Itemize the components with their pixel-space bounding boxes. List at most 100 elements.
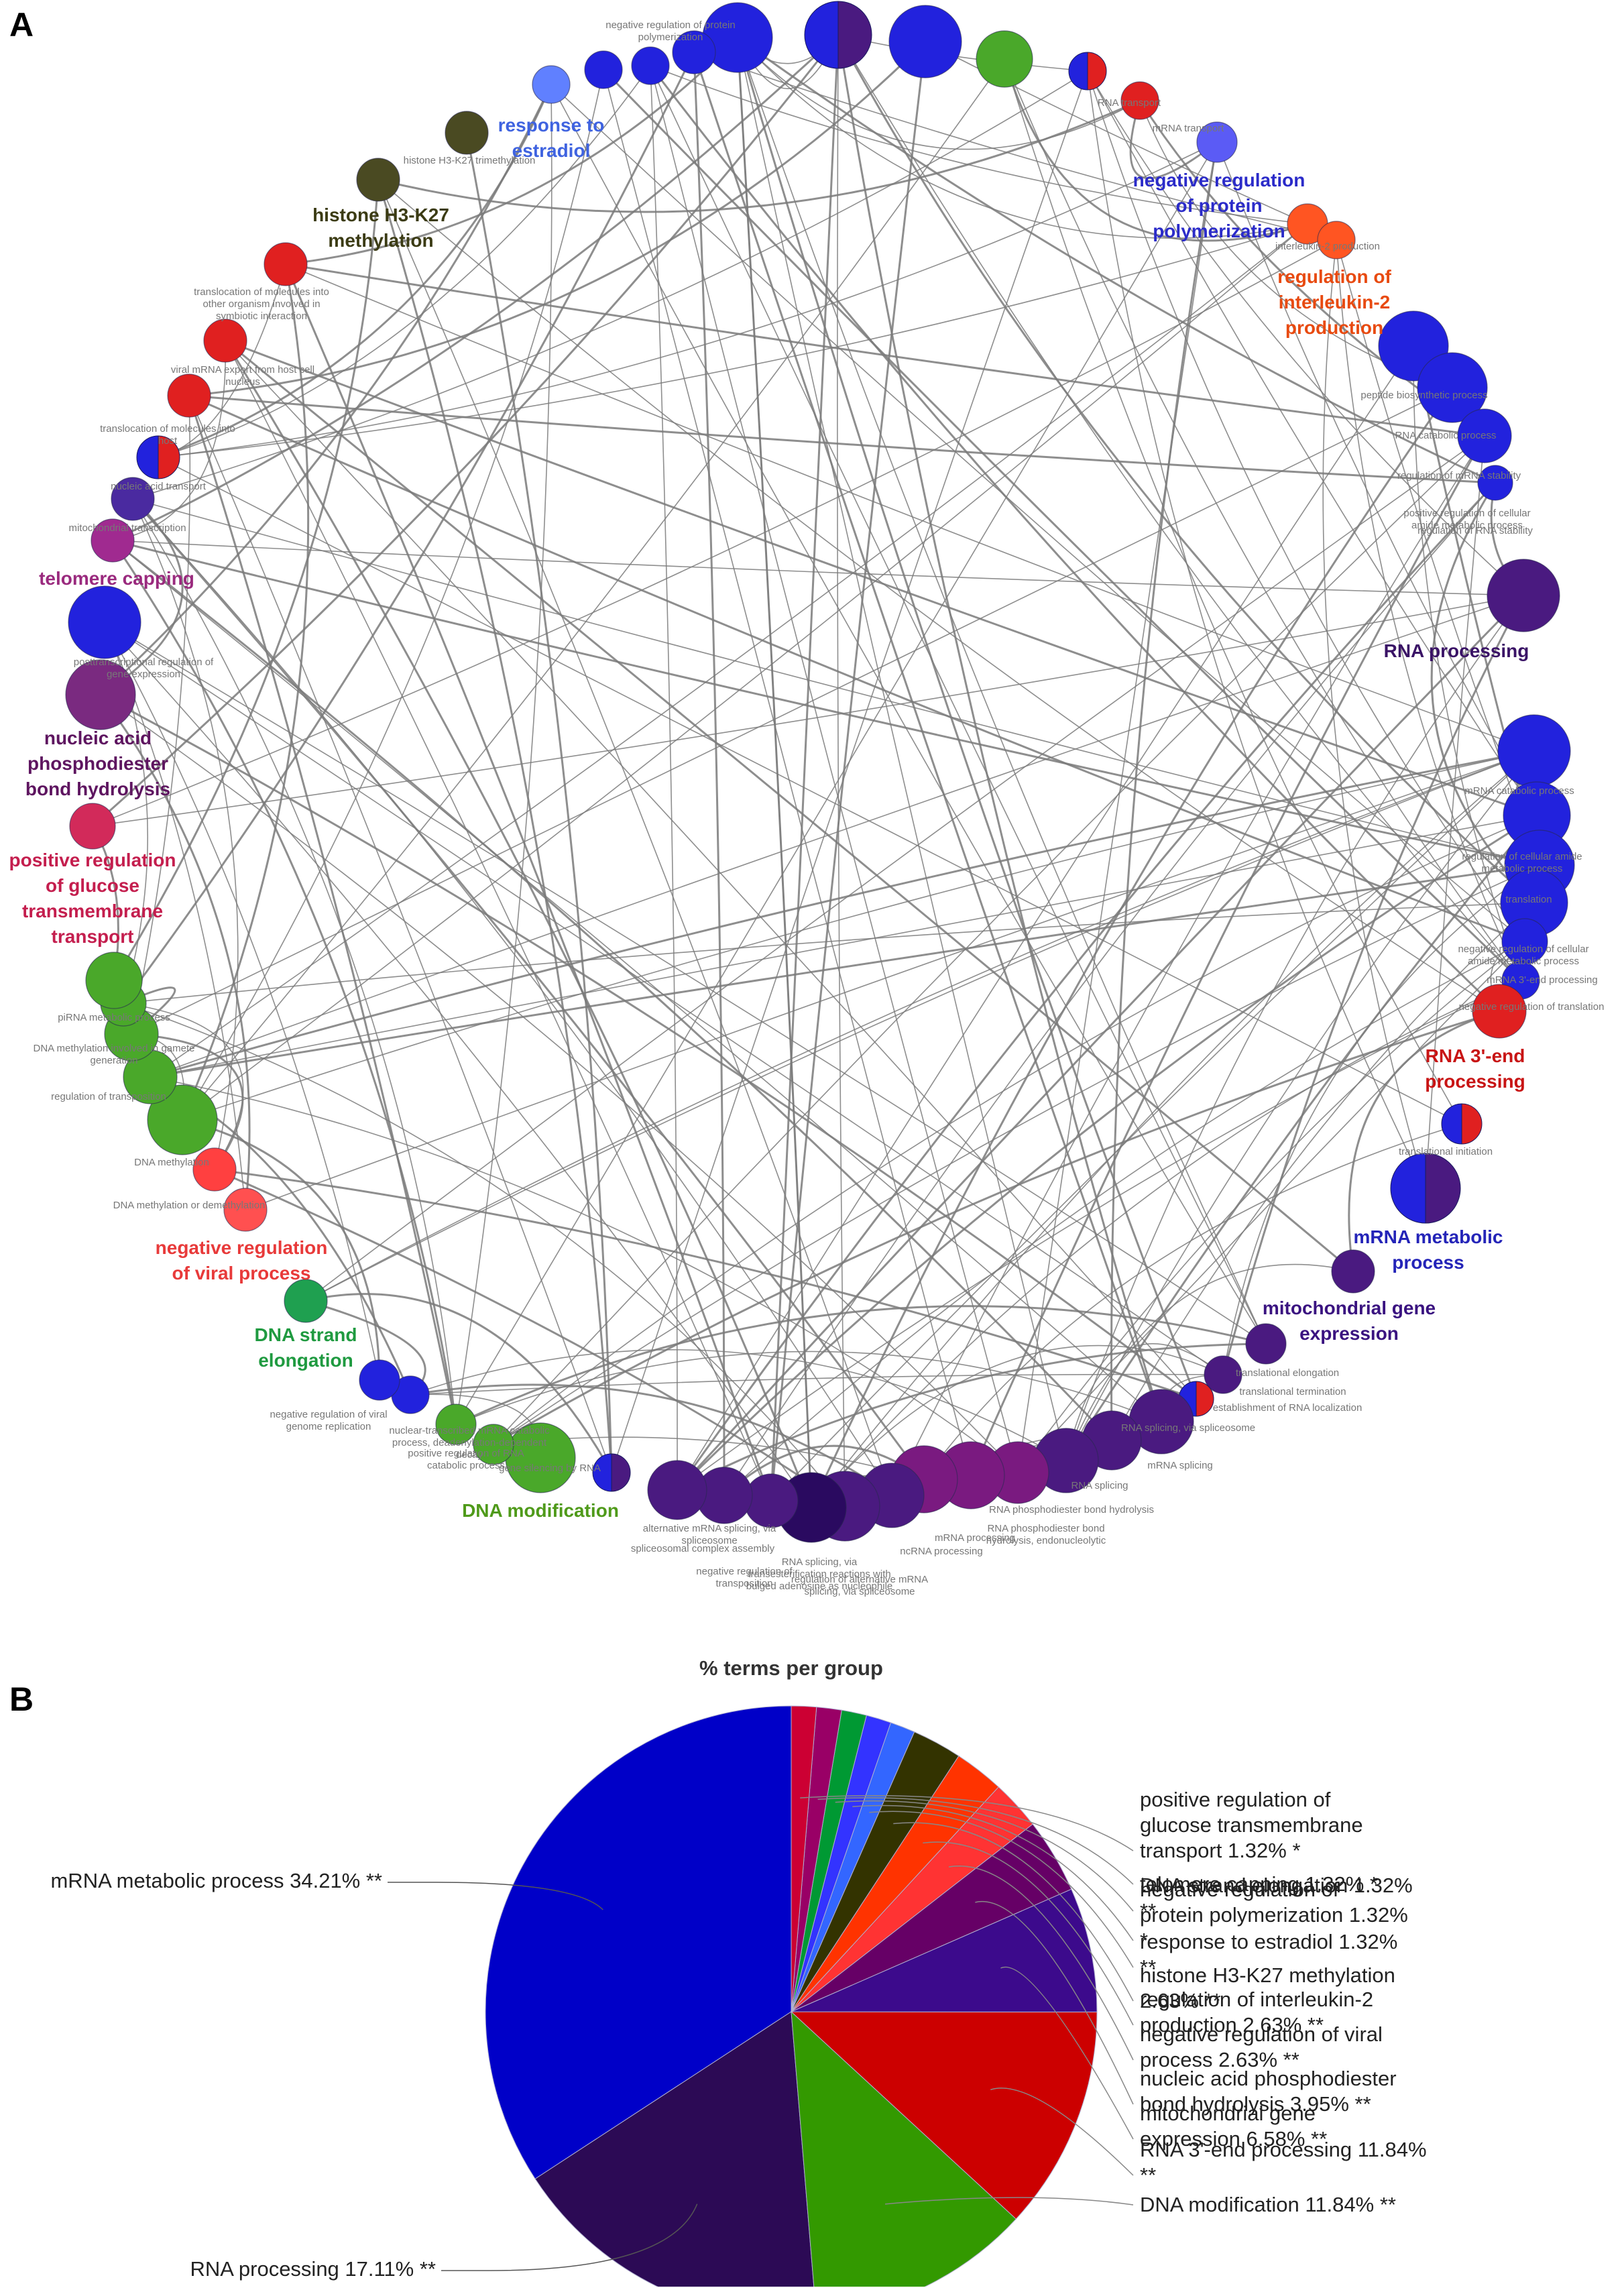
pie-leader-line [852,1805,1134,1941]
network-node [68,585,141,659]
network-edge [99,694,251,1211]
network-edge [150,223,1308,1078]
network-edge [1410,345,1521,981]
network-node [1457,408,1512,463]
network-edge [603,69,973,1476]
network-edge [188,394,1497,488]
pie-slice-rna-3-end-processing-11-84 [790,2011,1098,2220]
network-edge [225,340,1197,1399]
network-edge [285,263,1486,440]
network-edge [648,65,1019,1473]
network-edge [676,814,1538,1491]
term-label-mrna-3-end-processing: mRNA 3'-end processing [1487,974,1597,986]
network-node [1196,121,1238,163]
network-edge [1087,70,1524,596]
pie-label-dna-modification-11-84: DNA modification 11.84% ** [1140,2193,1396,2216]
network-node [1487,559,1560,632]
term-label-interleukin-2-production: interleukin-2 production [1275,241,1380,252]
network-edge [770,40,929,1501]
network-node [584,50,623,89]
network-edge [104,622,1267,1345]
network-edge [100,498,184,696]
network-edge [113,178,383,981]
network-edge [455,141,1218,1425]
pie-leader-line [975,1900,1134,2105]
pie-leader-line [817,1797,1134,1885]
network-edge [1423,435,1485,1189]
network-node [192,1147,237,1192]
network-edge [837,33,1088,72]
network-node [356,158,400,202]
network-edge [1065,1263,1354,1461]
network-edge [111,539,1113,1442]
network-edge [811,750,1535,1508]
network-node-split [136,435,180,479]
network-edge [610,70,1088,1473]
pie-slice-positive-regulation-of-glucose-transmemb [791,1705,817,2012]
network-edge [245,750,1535,1210]
network-edge [305,750,1535,1302]
network-edge [1129,99,1218,180]
pie-slices [485,1705,1098,2287]
network-edge [375,178,613,1473]
network-edge [1106,141,1218,1442]
network-edge [285,264,1535,752]
network-edge [837,34,1535,904]
network-edge [1346,1010,1500,1273]
network-node [65,659,136,730]
network-node [888,5,962,78]
network-edge [131,498,925,1481]
network-node [1472,984,1527,1039]
group-label-telomere-capping: telomere capping [39,568,194,589]
network-edge [158,223,1308,458]
network-node-split [592,1453,631,1492]
network-node [976,30,1033,88]
network-edge [1336,239,1521,981]
network-edge [225,340,772,1501]
network-node [532,65,571,104]
pie-leader-line [869,1811,1134,1968]
pie-leader-line [923,1841,1134,2026]
network-edge [1065,815,1538,1462]
term-label-rna-transport: RNA transport [1098,97,1161,109]
network-edge [305,1293,613,1474]
network-edge [111,34,839,542]
network-edge [837,34,1164,1423]
network-edge [676,594,1525,1491]
network-edge [923,1123,1462,1480]
network-edge [410,1373,1224,1397]
network-edge [723,482,1496,1496]
network-node [1417,352,1488,423]
network-edge [158,83,553,459]
term-label-negative-regulation-of-translation: negative regulation of translation [1459,1001,1605,1013]
network-edge [650,65,1267,1345]
network-edge [676,481,1497,1491]
pie-leader-line [893,1822,1134,2002]
network-edge [723,941,1525,1496]
network-nodes [65,1,1575,1543]
network-edge [112,540,1162,1422]
pie-chart: % terms per group mRNA metabolic process… [50,1656,1427,2287]
network-node-split [804,1,872,69]
pie-slice-mrna-metabolic-process-34-21 [485,1705,792,2179]
network-edge [493,864,1540,1445]
network-edge [465,132,617,1474]
network-node [473,1424,514,1465]
chart-title: % terms per group [699,1656,883,1680]
term-label-establishment-of-rna-localization: establishment of RNA localization [1213,1402,1362,1414]
pie-leader-lines [388,1794,1134,2271]
network-edge [100,694,1019,1473]
network-edge [493,1009,1501,1446]
